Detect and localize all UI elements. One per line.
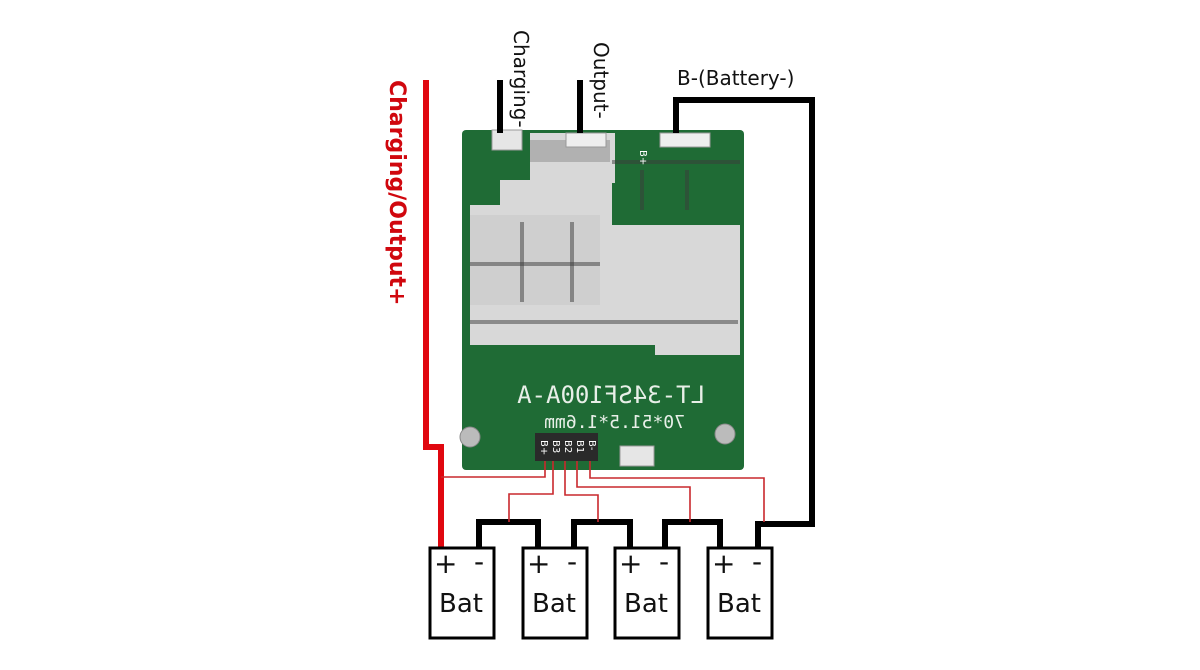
battery-minus-terminal: - xyxy=(567,545,577,578)
battery-1: + - Bat xyxy=(428,545,496,640)
pin-label-b1: B1 xyxy=(574,440,585,453)
battery-label: Bat xyxy=(439,589,483,619)
battery-minus-terminal: - xyxy=(752,545,762,578)
balance-wire-b-plus xyxy=(441,461,546,478)
label-charging-output-plus: Charging/Output+ xyxy=(384,80,409,305)
battery-2: + - Bat xyxy=(521,545,589,640)
battery-body xyxy=(706,546,774,640)
battery-plus-terminal: + xyxy=(712,547,735,580)
pcb-mount-hole-left xyxy=(459,426,481,448)
series-link-3-4 xyxy=(662,519,723,548)
pcb-battery-terminal xyxy=(659,132,711,148)
balance-pin-labels: B+ B3 B2 B1 B- xyxy=(538,440,597,455)
pcb-charging-terminal xyxy=(491,129,523,151)
balance-wire-b1 xyxy=(576,461,691,522)
balance-wire-b2 xyxy=(564,461,599,522)
wire-b-minus-battery xyxy=(673,97,815,548)
pin-label-b2: B2 xyxy=(562,440,573,453)
wire-charging-output-plus xyxy=(423,80,444,548)
pcb-top-marking: B+ xyxy=(637,150,648,165)
pcb-model-text: LT-34SF100A-A xyxy=(517,381,705,409)
balance-connector xyxy=(535,433,598,461)
pcb-mount-hole-right xyxy=(714,423,736,445)
battery-minus-terminal: - xyxy=(659,545,669,578)
pcb-output-terminal xyxy=(565,132,607,148)
battery-plus-terminal: + xyxy=(434,547,457,580)
series-link-1-2 xyxy=(476,519,541,548)
pcb-silkscreen: LT-34SF100A-A 70*51.5*1.6mm xyxy=(517,381,705,433)
battery-label: Bat xyxy=(624,589,668,619)
battery-body xyxy=(428,546,496,640)
battery-3: + - Bat xyxy=(613,545,681,640)
pin-label-b-plus: B+ xyxy=(538,440,549,455)
pcb-size-text: 70*51.5*1.6mm xyxy=(544,412,685,433)
label-b-minus-battery: B-(Battery-) xyxy=(677,66,794,90)
label-output-minus: Output- xyxy=(589,42,613,119)
balance-wire-b3 xyxy=(508,461,554,522)
battery-plus-terminal: + xyxy=(527,547,550,580)
battery-body xyxy=(613,546,681,640)
battery-label: Bat xyxy=(532,589,576,619)
bms-pcb-board: B+ LT-34SF100A-A 70*51.5*1.6mm B+ B3 B2 … xyxy=(459,129,744,470)
pin-label-b3: B3 xyxy=(550,440,561,453)
battery-plus-terminal: + xyxy=(619,547,642,580)
balance-wire-b-minus xyxy=(589,461,765,522)
series-link-2-3 xyxy=(571,519,633,548)
pin-label-b-minus: B- xyxy=(586,440,597,451)
label-charging-minus: Charging- xyxy=(509,30,533,128)
pcb-metal-plate-left xyxy=(470,215,600,305)
battery-body xyxy=(521,546,589,640)
battery-label: Bat xyxy=(717,589,761,619)
pcb-small-terminal xyxy=(619,445,655,467)
battery-4: + - Bat xyxy=(706,545,774,640)
battery-minus-terminal: - xyxy=(474,545,484,578)
balance-wires xyxy=(441,461,765,522)
